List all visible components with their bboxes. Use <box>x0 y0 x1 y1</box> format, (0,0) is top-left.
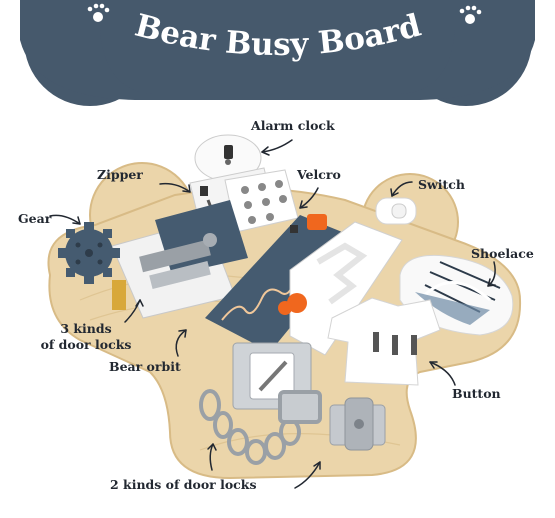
chain-lock <box>199 389 322 465</box>
label-door-locks-3-line1: 3 kinds <box>60 321 112 336</box>
banner-title: Bear Busy Board <box>131 8 424 64</box>
label-button: Button <box>452 386 501 401</box>
latch-lock <box>329 397 386 451</box>
banner <box>20 0 535 106</box>
label-shoelace: Shoelace <box>471 246 534 261</box>
door-lock-panel <box>111 200 248 319</box>
gear-toy <box>58 222 120 284</box>
svg-text:Bear Busy Board: Bear Busy Board <box>131 8 424 64</box>
label-bear-orbit: Bear orbit <box>109 359 181 374</box>
label-switch: Switch <box>418 177 466 192</box>
velcro-panel <box>278 221 403 356</box>
banner-title-text: Bear Busy Board <box>131 8 424 64</box>
label-velcro: Velcro <box>297 167 341 182</box>
label-zipper: Zipper <box>97 167 143 182</box>
label-gear: Gear <box>18 211 52 226</box>
label-door-locks-2: 2 kinds of door locks <box>110 477 257 492</box>
paw-icon <box>87 3 110 22</box>
callout-arrows <box>49 139 496 489</box>
label-door-locks-3-line2: of door locks <box>40 337 132 352</box>
button-shirt-panel <box>327 297 441 386</box>
switch-toggle <box>375 197 417 225</box>
paw-icon <box>459 5 482 24</box>
label-alarm-clock: Alarm clock <box>251 118 335 133</box>
